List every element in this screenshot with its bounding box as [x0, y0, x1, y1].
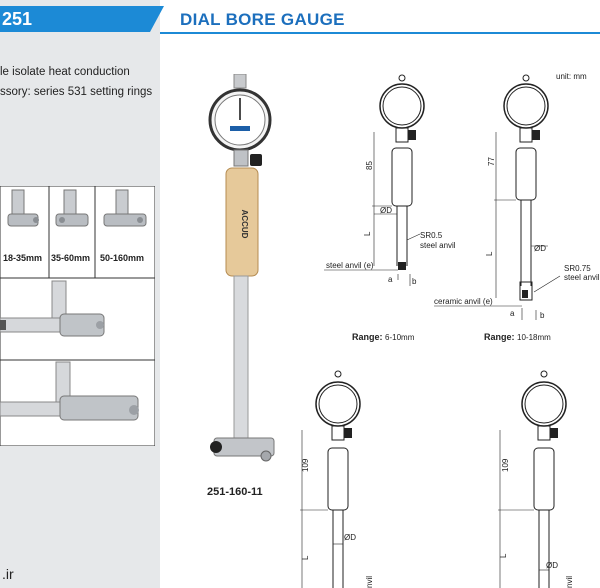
anvil-35-60-illustration	[55, 189, 89, 227]
radius-desc-b: steel anvil	[564, 273, 600, 282]
dim-length-b: 77	[487, 157, 496, 166]
dim-diameter-b: ØD	[534, 244, 546, 253]
footer-text: .ir	[2, 566, 14, 582]
size-label-35-60: 35-60mm	[51, 253, 91, 263]
dim-b-b: b	[540, 311, 545, 320]
range-a: Range: 6-10mm	[352, 332, 415, 342]
dim-L-b: L	[485, 251, 494, 256]
anvil-50-160-illustration	[103, 189, 147, 227]
note-line-1: le isolate heat conduction	[0, 66, 130, 78]
page-title: DIAL BORE GAUGE	[180, 10, 345, 29]
dim-L-a: L	[363, 231, 372, 236]
bore-gauge-photo: ACCUD	[208, 74, 275, 462]
dim-diameter-a: ØD	[380, 206, 392, 215]
dim-diameter-c: ØD	[344, 533, 356, 542]
dim-length-d: 109	[501, 458, 510, 472]
dim-b-a: b	[412, 277, 417, 286]
diagram-10-18: 77 ØD L SR0.75 steel anvil ceramic anvil…	[434, 74, 600, 320]
anvil-label-a: steel anvil (e)	[326, 261, 374, 270]
model-number: 251-160-11	[207, 486, 263, 498]
radius-label-a: SR0.5	[420, 231, 443, 240]
dim-length-c: 109	[301, 458, 310, 472]
model-tab-tip	[150, 6, 164, 32]
dim-L-c: L	[301, 555, 310, 560]
size-label-50-160: 50-160mm	[100, 253, 145, 263]
model-tab: 251	[0, 6, 150, 32]
gauge-rod-illustration-2	[0, 361, 139, 421]
diagram-d: 109 ØD L nvil	[498, 370, 574, 588]
dim-length-a: 85	[365, 161, 374, 170]
diagram-c: 109 ØD L nvil	[300, 370, 374, 588]
attachment-table: 18-35mm 35-60mm 50-160mm	[0, 185, 156, 447]
dim-a-a: a	[388, 275, 393, 284]
range-b: Range: 10-18mm	[484, 332, 551, 342]
anvil-label-b: ceramic anvil (e)	[434, 297, 493, 306]
brand-mark: ACCUD	[240, 210, 249, 239]
radius-desc-a: steel anvil	[420, 241, 456, 250]
attachment-table-grid	[0, 185, 156, 447]
anvil-fragment-d: nvil	[565, 576, 574, 588]
radius-label-b: SR0.75	[564, 264, 591, 273]
note-line-2: ssory: series 531 setting rings	[0, 86, 153, 98]
diagram-6-10: 85 ØD L SR0.5 steel anvil steel anvil (e…	[324, 74, 456, 286]
model-prefix: 251	[2, 9, 33, 29]
section-header: 251 DIAL BORE GAUGE	[0, 6, 600, 32]
unit-label: unit: mm	[556, 72, 587, 81]
anvil-fragment-c: nvil	[365, 576, 374, 588]
gauge-rod-illustration-1	[0, 280, 105, 337]
dim-L-d: L	[499, 553, 508, 558]
header-rule	[160, 32, 600, 34]
anvil-18-35-illustration	[7, 189, 39, 227]
dim-diameter-d: ØD	[546, 561, 558, 570]
size-label-18-35: 18-35mm	[3, 253, 43, 263]
dim-a-b: a	[510, 309, 515, 318]
